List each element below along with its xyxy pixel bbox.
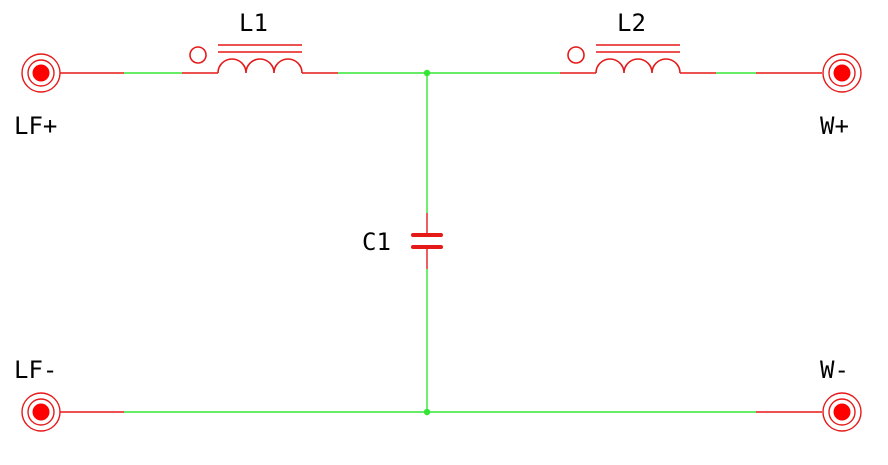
junctions	[423, 69, 431, 416]
junction-top	[423, 69, 431, 77]
l1-coil	[217, 58, 303, 74]
inductor-l1	[189, 44, 303, 74]
l1-polarity-dot	[189, 46, 207, 64]
label-lf-minus: LF-	[14, 356, 57, 384]
label-lf-plus: LF+	[14, 112, 57, 140]
label-w-minus: W-	[820, 356, 849, 384]
label-w-plus: W+	[820, 112, 849, 140]
l2-polarity-dot	[567, 46, 585, 64]
wires	[124, 72, 756, 413]
inductor-l2	[567, 44, 681, 74]
junction-bottom	[423, 408, 431, 416]
component-leads	[60, 72, 822, 413]
label-l1: L1	[239, 9, 268, 37]
capacitor-c1	[411, 233, 443, 249]
label-c1: C1	[362, 228, 391, 256]
terminal-lf-plus	[21, 53, 61, 93]
terminal-w-minus	[822, 392, 862, 432]
label-l2: L2	[617, 9, 646, 37]
l2-coil	[595, 58, 681, 74]
terminal-w-plus	[822, 53, 862, 93]
terminal-lf-minus	[21, 392, 61, 432]
